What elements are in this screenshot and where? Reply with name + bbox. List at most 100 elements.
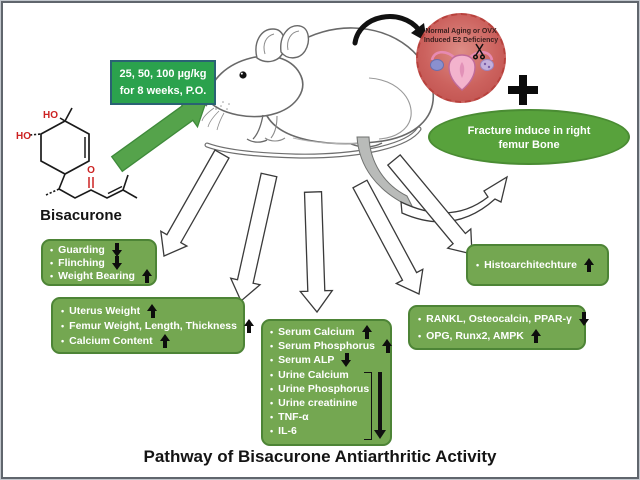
histoarchitecture-box: • Histoarchitechture: [466, 244, 609, 286]
bullet-icon: •: [418, 314, 422, 325]
fracture-line1: Fracture induce in right: [467, 125, 591, 137]
decrease-arrow-icon: [341, 353, 352, 368]
pain-behavior-box: • Guarding•Flinching• Weight Bearing: [41, 239, 157, 286]
list-item: •Flinching: [48, 256, 150, 271]
decrease-arrow-icon: [578, 312, 590, 327]
list-item: • RANKL, Osteocalcin, PPAR-γ: [416, 311, 589, 328]
list-item: • Histoarchitechture: [474, 257, 601, 273]
bullet-icon: •: [270, 383, 274, 394]
decrease-group-bracket: [364, 372, 372, 440]
ovx-circle: Normal Aging or OVX Induced E2 Deficienc…: [416, 13, 506, 103]
decrease-arrow-icon: [111, 256, 123, 271]
molecular-markers-box: • RANKL, Osteocalcin, PPAR-γ • OPG, Runx2, …: [408, 305, 589, 350]
bullet-icon: •: [270, 327, 274, 338]
figure-title: Pathway of Bisacurone Antiarthritic Acti…: [143, 447, 497, 466]
dose-box: 25, 50, 100 µg/kg for 8 weeks, P.O.: [110, 60, 216, 105]
item-label: Serum Phosphorus: [278, 340, 376, 353]
rat-head: [206, 55, 304, 118]
arrow-to-bone-box: [229, 172, 278, 303]
bullet-icon: •: [270, 341, 274, 352]
list-item: • Weight Bearing: [48, 269, 153, 283]
list-item: • Serum Calcium: [268, 325, 372, 340]
left-ovary: [430, 59, 444, 71]
plus-icon: [508, 75, 538, 105]
bullet-icon: •: [270, 369, 274, 380]
item-label: Urine Calcium: [278, 368, 349, 381]
bone-parameters-box: • Uterus Weight • Femur Weight, Length, Thi…: [51, 297, 254, 354]
arrow-layer: [110, 14, 508, 314]
bone-parameters-list: • Uterus Weight • Femur Weight, Length, Thi…: [53, 299, 254, 353]
list-item: • Serum ALP: [268, 353, 366, 368]
bullet-icon: •: [270, 426, 274, 437]
list-item: • Urine Calcium: [268, 368, 366, 382]
arrow-to-pain-box: [159, 149, 230, 257]
hydroxyl-label: HO: [16, 131, 31, 142]
arrow-to-histo-box: [386, 153, 473, 255]
item-label: Urine creatinine: [278, 397, 358, 410]
item-label: OPG, Runx2, AMPK: [426, 329, 524, 342]
list-item: • Femur Weight, Length, Thickness: [59, 318, 254, 333]
pain-behavior-list: • Guarding•Flinching• Weight Bearing: [43, 241, 155, 285]
increase-arrow-icon: [583, 258, 595, 272]
decrease-arrow-icon: [111, 243, 123, 258]
item-label: IL-6: [278, 425, 297, 438]
rat-whiskers: [201, 107, 225, 131]
bullet-icon: •: [270, 355, 274, 366]
bullet-icon: •: [61, 320, 65, 331]
bullet-icon: •: [476, 260, 480, 270]
list-item: • Guarding: [48, 243, 150, 258]
dose-line2: for 8 weeks, P.O.: [119, 85, 207, 97]
list-item: • Urine creatinine: [268, 396, 366, 410]
bullet-icon: •: [61, 335, 65, 346]
increase-arrow-icon: [159, 333, 171, 348]
increase-arrow-icon: [141, 269, 153, 283]
item-label: Serum Calcium: [278, 326, 355, 339]
rat-to-ovx-arrow: [352, 14, 422, 46]
molecular-markers-list: • RANKL, Osteocalcin, PPAR-γ • OPG, Runx2, …: [410, 307, 589, 348]
item-label: Weight Bearing: [58, 269, 135, 282]
item-label: Serum ALP: [278, 354, 335, 367]
right-ovary: [480, 59, 494, 71]
ovx-caption-line1: Normal Aging or OVX: [425, 28, 497, 35]
dose-line1: 25, 50, 100 µg/kg: [119, 68, 207, 80]
item-label: Femur Weight, Length, Thickness: [69, 319, 237, 332]
list-item: • TNF-α: [268, 410, 366, 424]
fracture-line2: femur Bone: [498, 139, 560, 151]
bullet-icon: •: [270, 412, 274, 423]
chemical-structure: HO HO O: [16, 107, 138, 199]
item-label: Guarding: [58, 244, 105, 257]
biochemical-box: • Serum Calcium • Serum Phosphorus • Serum AL…: [261, 319, 393, 446]
scissors-icon: [472, 43, 486, 60]
list-item: • Uterus Weight: [59, 303, 237, 318]
item-label: TNF-α: [278, 411, 309, 424]
list-item: • Calcium Content: [59, 333, 237, 348]
item-label: Calcium Content: [69, 334, 153, 347]
item-label: Flinching: [58, 257, 105, 270]
bullet-icon: •: [61, 305, 65, 316]
list-item: • IL-6: [268, 424, 366, 438]
bullet-icon: •: [418, 330, 422, 341]
side-chain-bond: [57, 173, 124, 199]
increase-arrow-icon: [382, 339, 393, 354]
rat-body: [260, 27, 434, 145]
item-label: Urine Phosphorus: [278, 382, 370, 395]
item-label: Uterus Weight: [69, 304, 141, 317]
hydroxyl-label: HO: [43, 110, 58, 121]
item-label: RANKL, Osteocalcin, PPAR-γ: [426, 313, 572, 326]
increase-arrow-icon: [243, 318, 255, 333]
ovx-caption-line2: Induced E2 Deficiency: [423, 36, 499, 44]
increase-arrow-icon: [530, 328, 542, 343]
bullet-icon: •: [50, 270, 54, 281]
compound-name: Bisacurone: [40, 207, 122, 224]
bullet-icon: •: [270, 398, 274, 409]
ring-bond: [40, 120, 90, 175]
increase-arrow-icon: [147, 303, 158, 318]
arrow-to-biochem-box: [298, 191, 334, 314]
uterus-illustration: [430, 43, 494, 91]
group-decrease-arrow-icon: [374, 372, 386, 440]
bullet-icon: •: [50, 245, 54, 256]
item-label: Histoarchitechture: [484, 259, 577, 271]
arrow-to-molecular-box: [352, 179, 424, 295]
histoarchitecture-list: • Histoarchitechture: [468, 246, 607, 284]
